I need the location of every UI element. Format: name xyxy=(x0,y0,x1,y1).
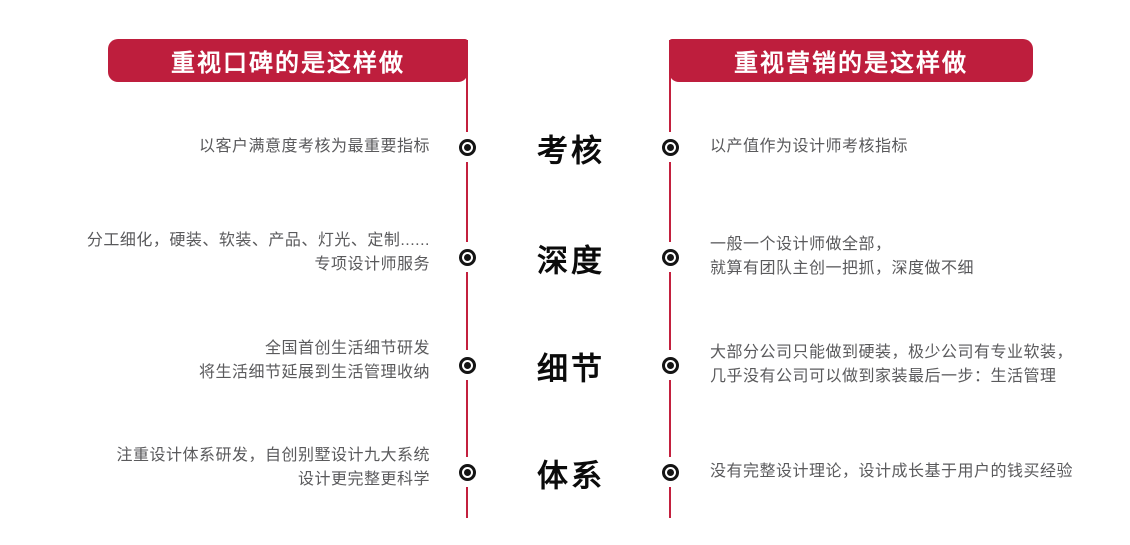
row-label: 细节 xyxy=(537,351,605,387)
bullet-dot-icon xyxy=(666,361,674,369)
row-text-line: 全国首创生活细节研发 xyxy=(264,340,430,357)
bullet-dot-icon xyxy=(666,253,674,261)
bullet-target-icon xyxy=(456,242,478,272)
bullet-dot-icon xyxy=(463,253,471,261)
row-text-right: 以产值作为设计师考核指标 xyxy=(710,135,908,159)
bullet-target-icon xyxy=(456,132,478,162)
row-text-left: 分工细化，硬装、软装、产品、灯光、定制...... 专项设计师服务 xyxy=(87,229,430,277)
bullet-target-icon xyxy=(659,350,681,380)
row-text-right: 大部分公司只能做到硬装，极少公司有专业软装， 几乎没有公司可以做到家装最后一步：… xyxy=(710,341,1073,389)
bullet-dot-icon xyxy=(666,143,674,151)
row-label: 体系 xyxy=(537,458,605,494)
row-label: 深度 xyxy=(537,243,605,279)
row-text-left: 全国首创生活细节研发 将生活细节延展到生活管理收纳 xyxy=(199,337,430,385)
row-text-left: 以客户满意度考核为最重要指标 xyxy=(199,135,430,159)
bullet-ring-icon xyxy=(661,248,679,266)
row-text-line: 分工细化，硬装、软装、产品、灯光、定制...... xyxy=(86,232,430,249)
header-banner-reputation: 重视口碑的是这样做 xyxy=(108,39,468,82)
row-label: 考核 xyxy=(537,133,605,169)
bullet-dot-icon xyxy=(463,143,471,151)
timeline-line-right xyxy=(669,40,671,518)
row-text-line: 专项设计师服务 xyxy=(314,256,430,273)
row-text-line: 注重设计体系研发，自创别墅设计九大系统 xyxy=(116,447,430,464)
row-text-line: 以产值作为设计师考核指标 xyxy=(710,138,909,155)
bullet-ring-icon xyxy=(458,463,476,481)
bullet-dot-icon xyxy=(666,468,674,476)
row-text-line: 大部分公司只能做到硬装，极少公司有专业软装， xyxy=(710,344,1074,361)
bullet-ring-icon xyxy=(661,138,679,156)
bullet-target-icon xyxy=(659,132,681,162)
row-text-line: 没有完整设计理论，设计成长基于用户的钱买经验 xyxy=(710,463,1074,480)
row-text-line: 以客户满意度考核为最重要指标 xyxy=(198,138,430,155)
bullet-ring-icon xyxy=(458,248,476,266)
row-text-line: 一般一个设计师做全部， xyxy=(710,236,892,253)
bullet-ring-icon xyxy=(458,356,476,374)
bullet-target-icon xyxy=(456,350,478,380)
header-banner-reputation-label: 重视口碑的是这样做 xyxy=(171,50,405,77)
bullet-target-icon xyxy=(659,242,681,272)
timeline-line-left xyxy=(466,40,468,518)
bullet-target-icon xyxy=(456,457,478,487)
bullet-ring-icon xyxy=(661,463,679,481)
row-text-right: 一般一个设计师做全部， 就算有团队主创一把抓，深度做不细 xyxy=(710,233,974,281)
row-text-right: 没有完整设计理论，设计成长基于用户的钱买经验 xyxy=(710,460,1073,484)
header-banner-marketing: 重视营销的是这样做 xyxy=(669,39,1033,82)
row-text-line: 设计更完整更科学 xyxy=(297,471,430,488)
row-text-line: 就算有团队主创一把抓，深度做不细 xyxy=(710,260,975,277)
bullet-dot-icon xyxy=(463,468,471,476)
row-text-line: 将生活细节延展到生活管理收纳 xyxy=(198,364,430,381)
bullet-ring-icon xyxy=(458,138,476,156)
bullet-target-icon xyxy=(659,457,681,487)
header-banner-marketing-label: 重视营销的是这样做 xyxy=(734,50,968,77)
bullet-dot-icon xyxy=(463,361,471,369)
row-text-left: 注重设计体系研发，自创别墅设计九大系统 设计更完整更科学 xyxy=(116,444,430,492)
row-text-line: 几乎没有公司可以做到家装最后一步：生活管理 xyxy=(710,368,1057,385)
bullet-ring-icon xyxy=(661,356,679,374)
